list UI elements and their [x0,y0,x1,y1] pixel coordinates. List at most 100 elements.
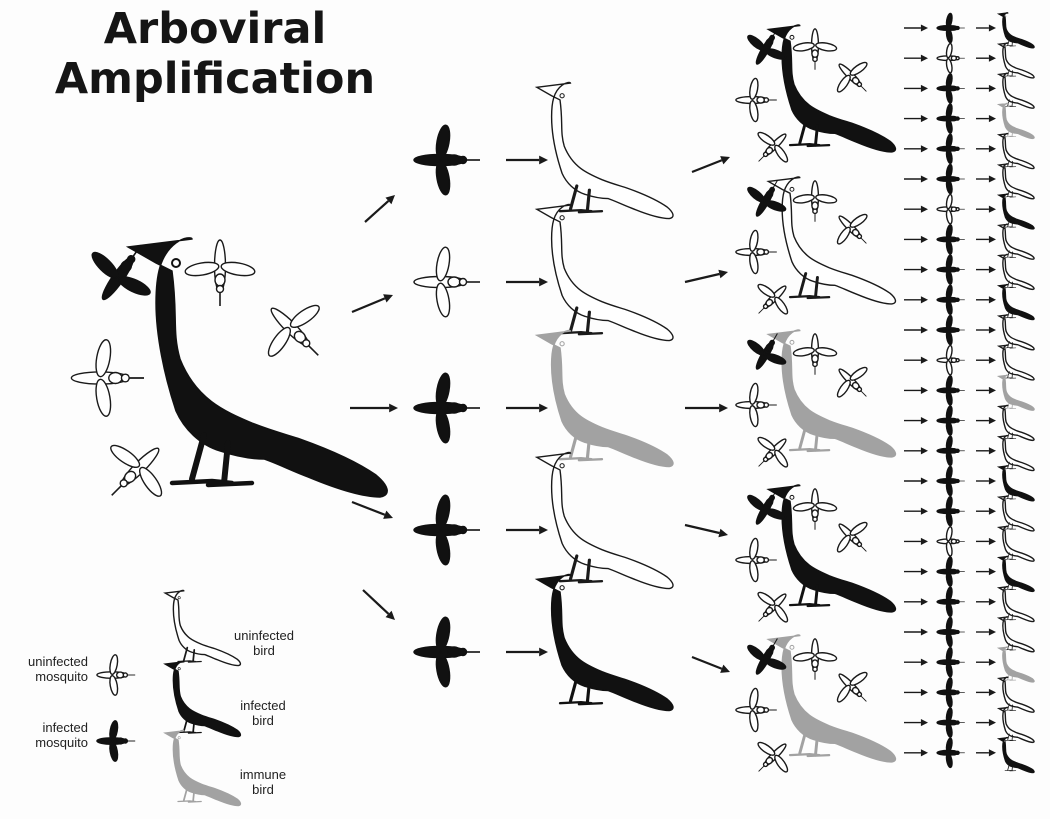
stage2-mosquito [744,580,800,636]
stage3-mosquito [937,194,965,224]
arrow-stage3-in [904,296,928,303]
stage1-mosquito [414,494,480,566]
stage3-bird [999,587,1034,622]
stage2-mosquito [736,383,777,427]
stage3-bird [999,103,1034,138]
arrow-stage3-out [976,296,996,303]
stage2-mosquito [744,730,800,786]
legend-immune-bird-line2: bird [230,782,296,797]
stage3-mosquito [937,406,965,436]
legend-infected-bird-line1: infected [230,698,296,713]
arrow-bird-to-cluster [692,156,730,172]
stage3-bird [999,43,1034,78]
stage3-mosquito [937,708,965,738]
legend-infected-bird-label: infected bird [230,698,296,728]
arrow-mosquito-to-bird [506,404,548,413]
arrow-stage3-out [976,24,996,31]
stage3-mosquito [937,73,965,103]
arrow-source-to-mosquito [365,195,395,222]
arrow-stage3-in [904,659,928,666]
arrow-stage3-in [904,477,928,484]
arrow-bird-to-cluster [685,525,728,537]
stage3-mosquito [937,345,965,375]
stage3-mosquito [937,315,965,345]
arrow-bird-to-cluster [685,404,728,413]
arrow-stage3-in [904,145,928,152]
legend-uninfected-mosquito-line1: uninfected [6,654,88,669]
arrow-stage3-out [976,55,996,62]
stage2-mosquito [744,120,800,176]
stage2-mosquito [793,489,837,530]
arrow-stage3-in [904,447,928,454]
arrow-stage3-in [904,357,928,364]
stage3-mosquito [937,164,965,194]
arrow-mosquito-to-bird [506,278,548,287]
arrow-stage3-in [904,55,928,62]
stage3-mosquito [937,104,965,134]
arrow-stage3-out [976,538,996,545]
stage3-bird [999,647,1034,682]
stage3-bird [999,345,1034,380]
stage3-bird [999,194,1034,229]
arrow-stage3-out [976,417,996,424]
arrow-bird-to-cluster [692,657,730,673]
stage1-mosquito [414,616,480,688]
legend-immune-bird-label: immune bird [230,767,296,797]
stage3-mosquito [937,285,965,315]
stage1-bird [537,452,673,588]
stage2-mosquito [736,230,777,274]
stage2-mosquito [736,538,777,582]
arrow-stage3-out [976,628,996,635]
stage3-mosquito [937,43,965,73]
arrow-stage3-in [904,538,928,545]
arrow-stage3-out [976,326,996,333]
legend-immune-bird-line1: immune [230,767,296,782]
stage3-bird [999,556,1034,591]
arrow-stage3-in [904,266,928,273]
stage3-mosquito [937,647,965,677]
stage3-mosquito [937,587,965,617]
legend-uninfected-bird-line2: bird [222,643,306,658]
arrow-stage3-in [904,85,928,92]
arrow-source-to-mosquito [352,294,393,312]
stage3-bird [999,315,1034,350]
stage1-mosquito [414,246,480,318]
arrow-stage3-in [904,568,928,575]
stage3-mosquito [937,738,965,768]
stage3-bird [999,496,1034,531]
stage2-mosquito [736,78,777,122]
stage2-mosquito [744,425,800,481]
arrow-mosquito-to-bird [506,648,548,657]
legend-infected-bird-line2: bird [230,713,296,728]
stage3-mosquito [937,466,965,496]
legend-uninfected-mosquito-symbol [97,654,135,696]
arrow-stage3-out [976,568,996,575]
arrow-stage3-out [976,659,996,666]
animals-layer [71,13,1034,806]
legend-infected-mosquito-label: infected mosquito [6,720,88,750]
source-mosquito [71,339,144,418]
stage3-bird [999,73,1034,108]
stage1-bird [537,204,673,340]
arrow-stage3-out [976,477,996,484]
stage3-bird [999,436,1034,471]
legend-infected-mosquito-line2: mosquito [6,735,88,750]
arrow-mosquito-to-bird [506,526,548,535]
stage3-bird [999,13,1034,48]
stage3-bird [999,617,1034,652]
stage3-mosquito [937,13,965,43]
stage3-mosquito [937,255,965,285]
stage2-mosquito [793,29,837,70]
legend-uninfected-mosquito-label: uninfected mosquito [6,654,88,684]
arrow-stage3-in [904,115,928,122]
stage3-bird [999,375,1034,410]
stage2-mosquito [744,272,800,328]
arrow-stage3-out [976,719,996,726]
arrow-stage3-in [904,417,928,424]
stage1-bird [537,330,673,466]
arrow-stage3-out [976,598,996,605]
arrow-mosquito-to-bird [506,156,548,165]
stage2-mosquito [825,50,881,106]
stage1-bird [537,574,673,710]
arrow-stage3-in [904,598,928,605]
